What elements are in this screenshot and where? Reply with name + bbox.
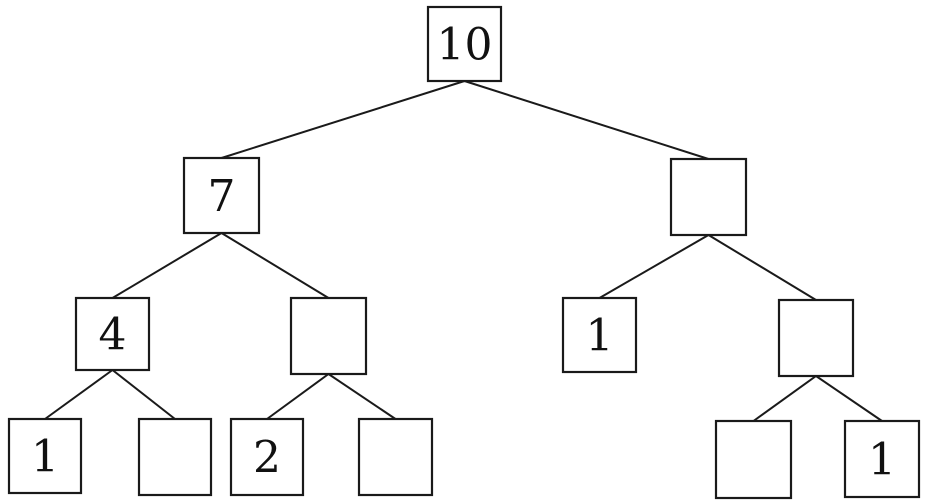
node-label: 1 [868, 435, 896, 486]
edge-lr-lrl [266, 373, 330, 420]
node-box [7, 417, 83, 495]
edge-l-lr [220, 232, 330, 299]
tree-edges [44, 80, 883, 422]
node-label: 1 [586, 311, 614, 362]
node-box [229, 417, 305, 497]
tree-node-l: 7 [182, 156, 261, 235]
node-label: 7 [208, 171, 236, 222]
edge-rr-rrl [752, 375, 817, 422]
edge-ll-llr [111, 369, 176, 420]
node-label: 10 [437, 20, 493, 71]
node-box [714, 419, 793, 500]
tree-node-lr [289, 296, 368, 376]
edge-root-l [221, 80, 465, 159]
node-box [426, 5, 503, 83]
edge-lr-lrr [327, 373, 397, 420]
edge-root-r [464, 80, 709, 160]
node-box [561, 296, 638, 374]
tree-node-rr [777, 298, 855, 378]
tree-nodes: 10 7 4 1 1 2 1 [7, 5, 921, 500]
node-box [74, 296, 151, 372]
node-box [777, 298, 855, 378]
tree-node-r [669, 157, 748, 237]
tree-node-rrl [714, 419, 793, 500]
node-box [357, 417, 434, 497]
node-label: 1 [31, 432, 59, 483]
node-box [137, 417, 213, 497]
edge-rr-rrr [815, 375, 883, 422]
edge-r-rl [598, 234, 710, 299]
tree-node-rl: 1 [561, 296, 638, 374]
tree-node-lll: 1 [7, 417, 83, 495]
tree-node-lrl: 2 [229, 417, 305, 497]
node-label: 4 [99, 310, 127, 361]
node-box [289, 296, 368, 376]
edge-l-ll [111, 232, 223, 299]
edge-r-rr [707, 234, 817, 301]
node-label: 2 [253, 433, 281, 484]
tree-node-lrr [357, 417, 434, 497]
node-box [669, 157, 748, 237]
tree-node-ll: 4 [74, 296, 151, 372]
tree-node-rrr: 1 [843, 419, 921, 499]
node-box [182, 156, 261, 235]
tree-node-root: 10 [426, 5, 503, 83]
tree-node-llr [137, 417, 213, 497]
edge-ll-lll [44, 369, 114, 420]
node-box [843, 419, 921, 499]
